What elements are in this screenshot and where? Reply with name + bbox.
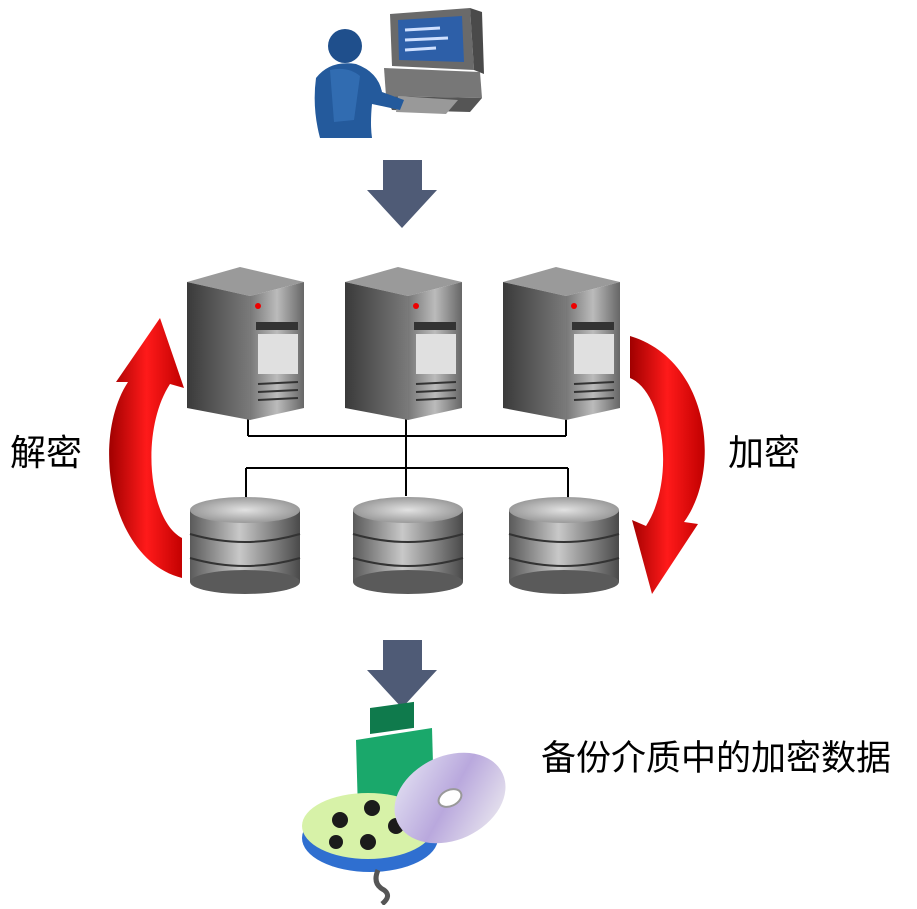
database-disk-center — [352, 497, 464, 594]
backup-media-icon — [302, 701, 506, 906]
down-arrow-icon — [367, 640, 437, 708]
server-center — [345, 267, 462, 420]
database-disk-right — [508, 497, 620, 594]
encrypt-label: 加密 — [728, 433, 801, 474]
encrypt-cycle-arrow-icon — [630, 336, 705, 594]
database-disk-left — [189, 497, 301, 594]
server-right — [503, 267, 620, 420]
down-arrow-icon — [367, 160, 437, 228]
user-at-workstation-icon — [314, 8, 484, 138]
network-connectors — [245, 412, 569, 498]
server-left — [187, 267, 304, 420]
decrypt-cycle-arrow-icon — [109, 318, 184, 578]
backup-media-label: 备份介质中的加密数据 — [541, 739, 892, 779]
decrypt-label: 解密 — [10, 433, 83, 474]
